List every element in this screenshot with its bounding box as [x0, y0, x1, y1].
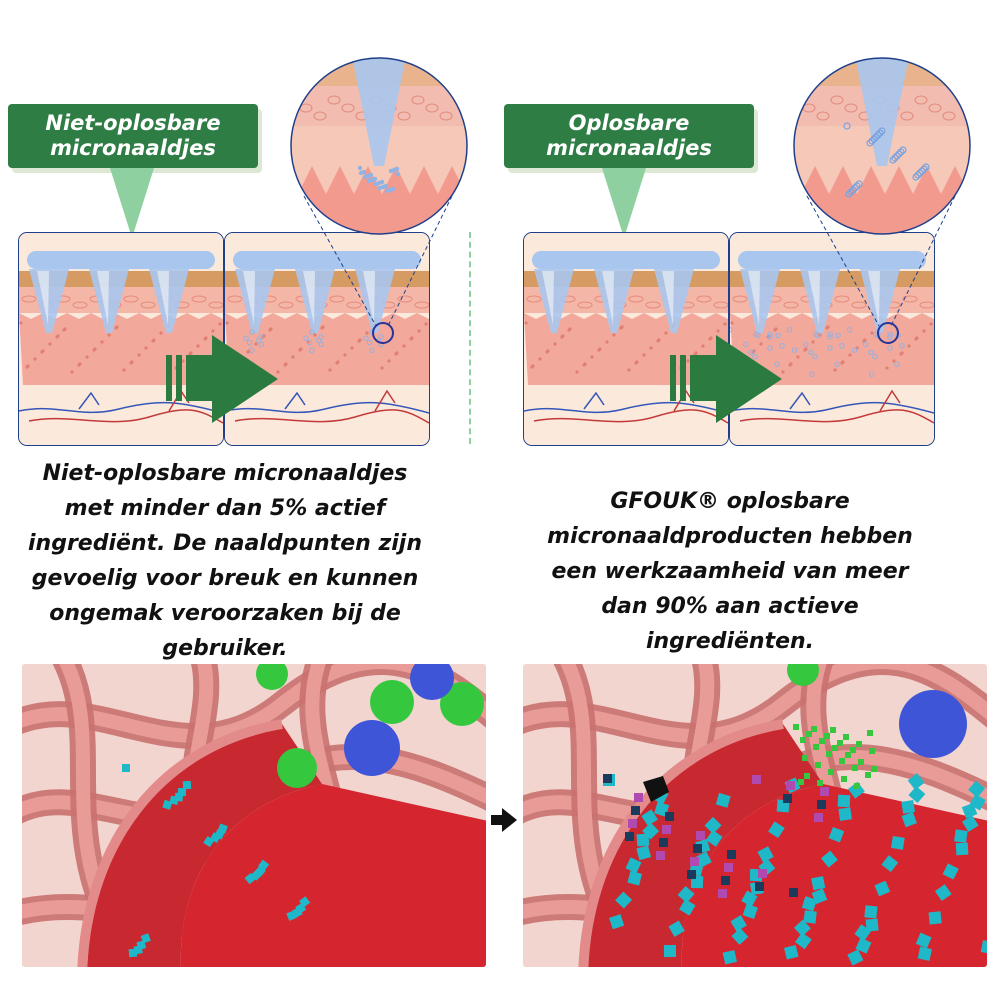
- panel-soluble-before: [523, 232, 729, 446]
- skin-cross-section-icon: [225, 233, 429, 445]
- label-non-soluble-pointer: [110, 168, 154, 238]
- label-non-soluble: Niet-oplosbare micronaaldjes: [8, 104, 258, 168]
- panel-non-soluble-before: [18, 232, 224, 446]
- skin-cross-section-icon: [730, 233, 934, 445]
- magnifier-circle-icon: [793, 57, 971, 327]
- arrow-right-icon: [670, 335, 782, 423]
- skin-cross-section-icon: [524, 233, 728, 445]
- magnifier-circle-icon: [290, 57, 468, 327]
- panel-non-soluble-after: [224, 232, 430, 446]
- skin-cross-section-icon: [19, 233, 223, 445]
- blood-vessel-icon: [22, 664, 486, 967]
- column-divider: [469, 232, 471, 444]
- caption-soluble: GFOUK® oplosbare micronaaldproducten heb…: [547, 489, 913, 654]
- arrow-right-icon: [166, 335, 278, 423]
- vessel-illustration-non-soluble: [22, 664, 486, 967]
- blood-vessel-icon: [523, 664, 987, 967]
- panel-soluble-after: [729, 232, 935, 446]
- black-arrow-icon: [491, 808, 517, 832]
- label-soluble-pointer: [602, 168, 646, 238]
- label-soluble: Oplosbare micronaaldjes: [504, 104, 754, 168]
- label-soluble-text: Oplosbare micronaaldjes: [546, 111, 712, 160]
- caption-non-soluble: Niet-oplosbare micronaaldjes met minder …: [28, 461, 422, 661]
- vessel-illustration-soluble: [523, 664, 987, 967]
- label-non-soluble-text: Niet-oplosbare micronaaldjes: [45, 111, 221, 160]
